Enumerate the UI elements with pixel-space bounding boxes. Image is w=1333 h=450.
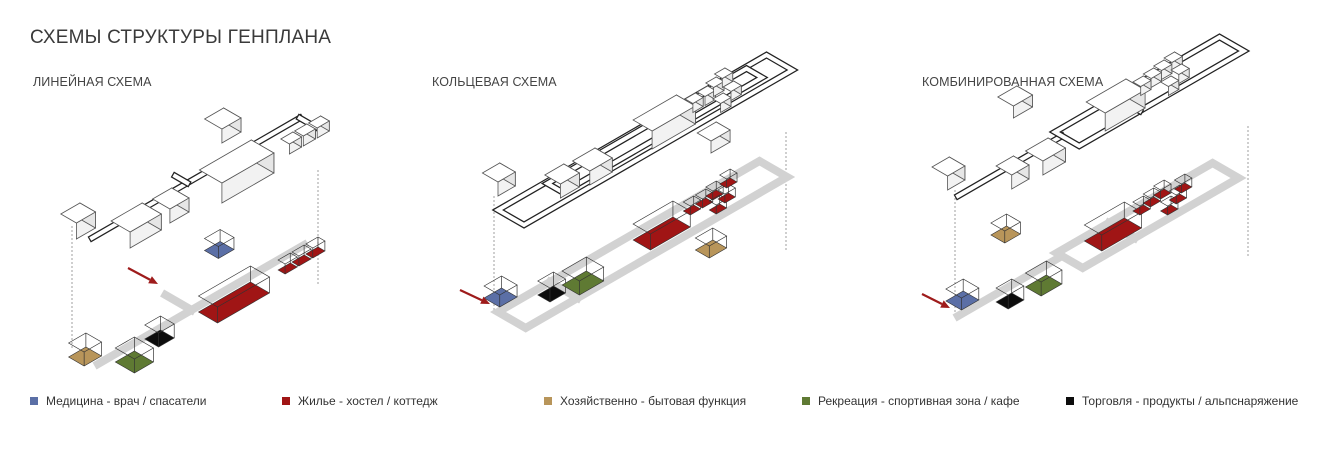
top-building-4	[632, 94, 697, 150]
top-building-11	[696, 121, 731, 154]
legend-label-housing: Жилье - хостел / коттедж	[298, 394, 438, 408]
entry-arrow	[459, 289, 490, 304]
top-building-4	[1085, 78, 1146, 132]
top-building-1	[59, 202, 97, 240]
top-building-2	[110, 202, 163, 249]
top-building-3	[571, 147, 614, 186]
top-building-3	[151, 187, 190, 224]
top-building-10	[1170, 63, 1191, 85]
zone-housing-6	[1173, 173, 1193, 194]
legend-label-recreation: Рекреация - спортивная зона / кафе	[818, 394, 1020, 408]
zone-household	[990, 213, 1022, 244]
zone-housing-1	[277, 252, 298, 275]
top-building-5	[684, 92, 704, 114]
zone-housing-6	[719, 168, 738, 189]
top-building-4	[198, 139, 275, 204]
legend: Медицина - врач / спасатели Жилье - хост…	[0, 394, 1333, 414]
legend-swatch-medicine	[30, 397, 38, 405]
zone-trade	[995, 278, 1025, 310]
zone-housing-2	[291, 244, 312, 267]
legend-swatch-household	[544, 397, 552, 405]
top-building-8	[713, 67, 734, 89]
bottom-branch-road	[160, 289, 197, 316]
top-building-1	[931, 156, 966, 191]
entry-arrow	[921, 293, 950, 308]
entry-arrow	[127, 267, 158, 284]
linear-scheme	[59, 107, 331, 374]
zone-housing-3	[305, 236, 326, 259]
scheme-label-linear: ЛИНЕЙНАЯ СХЕМА	[33, 75, 152, 89]
top-building-2	[995, 155, 1030, 190]
bottom-main-road	[92, 239, 310, 370]
top-building-7	[307, 115, 331, 139]
top-building-8	[203, 107, 242, 144]
top-building-11	[996, 85, 1034, 119]
top-building-7	[704, 76, 725, 98]
legend-swatch-housing	[282, 397, 290, 405]
zone-recreation	[561, 256, 605, 296]
zone-household	[67, 332, 103, 367]
legend-label-household: Хозяйственно - бытовая функция	[560, 394, 747, 408]
top-building-3	[1024, 137, 1067, 176]
bottom-ring-cross	[544, 276, 584, 304]
bottom-ring-road	[1048, 158, 1247, 273]
bottom-linear-road	[952, 250, 1068, 322]
zone-housing-main	[197, 265, 271, 324]
top-ring-road	[1048, 33, 1251, 150]
legend-label-medicine: Медицина - врач / спасатели	[46, 394, 207, 408]
legend-item-housing: Жилье - хостел / коттедж	[282, 394, 438, 408]
bottom-ring-outer	[490, 156, 796, 333]
zone-medicine	[203, 229, 235, 259]
zone-trade	[537, 271, 567, 303]
top-building-6	[293, 123, 317, 147]
legend-item-trade: Торговля - продукты / альпснаряжение	[1066, 394, 1298, 408]
legend-swatch-trade	[1066, 397, 1074, 405]
top-building-7	[1152, 59, 1173, 81]
zone-household	[694, 227, 728, 259]
combined-scheme	[921, 33, 1251, 322]
legend-item-medicine: Медицина - врач / спасатели	[30, 394, 206, 408]
zone-housing-3	[1153, 179, 1172, 200]
top-building-5	[280, 131, 303, 155]
zone-medicine	[483, 275, 518, 308]
scheme-label-combined: КОМБИНИРОВАННАЯ СХЕМА	[922, 75, 1104, 89]
zone-medicine	[945, 278, 980, 311]
top-building-2	[544, 163, 581, 199]
scheme-label-ring: КОЛЬЦЕВАЯ СХЕМА	[432, 75, 557, 89]
page-title: СХЕМЫ СТРУКТУРЫ ГЕНПЛАНА	[30, 27, 332, 48]
legend-swatch-recreation	[802, 397, 810, 405]
zone-housing-5	[1168, 184, 1188, 205]
top-building-1	[481, 162, 517, 197]
zone-recreation	[1024, 260, 1063, 297]
zone-recreation	[114, 336, 155, 374]
legend-label-trade: Торговля - продукты / альпснаряжение	[1082, 394, 1299, 408]
diagram-canvas	[59, 33, 1251, 374]
ring-scheme	[459, 51, 799, 333]
top-building-9	[711, 92, 732, 114]
top-building-10	[722, 80, 743, 102]
legend-item-household: Хозяйственно - бытовая функция	[544, 394, 746, 408]
zone-trade	[144, 315, 175, 348]
legend-item-recreation: Рекреация - спортивная зона / кафе	[802, 394, 1020, 408]
